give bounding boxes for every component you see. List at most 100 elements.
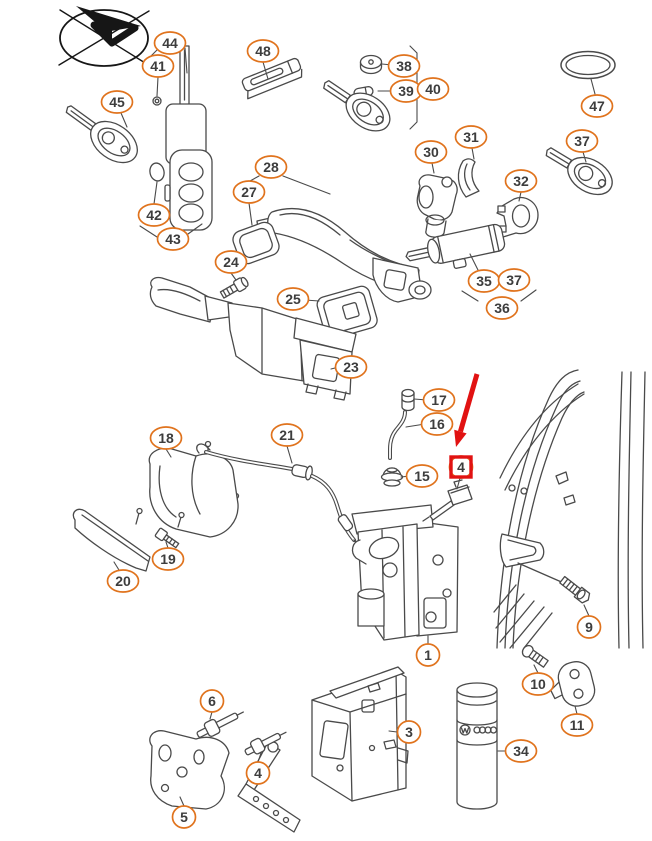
part-battery bbox=[359, 54, 383, 75]
part-screw-10 bbox=[521, 644, 549, 668]
svg-text:4: 4 bbox=[254, 765, 262, 781]
svg-text:37: 37 bbox=[506, 272, 522, 288]
callout-4-highlighted[interactable]: 4 bbox=[448, 455, 474, 479]
svg-text:20: 20 bbox=[115, 573, 131, 589]
svg-text:25: 25 bbox=[285, 291, 301, 307]
callout-40[interactable]: 40 bbox=[416, 77, 450, 101]
part-pin-4 bbox=[244, 731, 287, 756]
callout-38[interactable]: 38 bbox=[387, 54, 421, 78]
callout-6[interactable]: 6 bbox=[199, 689, 225, 713]
svg-text:41: 41 bbox=[150, 58, 166, 74]
callout-41[interactable]: 41 bbox=[141, 54, 175, 78]
part-lock-rod bbox=[388, 410, 407, 460]
callout-30[interactable]: 30 bbox=[414, 140, 448, 164]
callout-47[interactable]: 47 bbox=[580, 94, 614, 118]
callout-37-b[interactable]: 37 bbox=[497, 268, 531, 292]
svg-text:43: 43 bbox=[165, 231, 181, 247]
part-key-ring bbox=[560, 50, 616, 80]
part-cover-clip bbox=[457, 158, 480, 198]
callout-9[interactable]: 9 bbox=[576, 615, 602, 639]
callout-42[interactable]: 42 bbox=[137, 203, 171, 227]
callout-3[interactable]: 3 bbox=[396, 720, 422, 744]
callout-34[interactable]: 34 bbox=[504, 739, 538, 763]
svg-text:10: 10 bbox=[530, 676, 546, 692]
callout-21[interactable]: 21 bbox=[270, 423, 304, 447]
part-lubricant-can bbox=[456, 682, 498, 810]
part-key-45 bbox=[65, 105, 138, 164]
svg-text:18: 18 bbox=[158, 430, 174, 446]
part-lock-cylinder bbox=[405, 223, 506, 269]
svg-text:1: 1 bbox=[424, 647, 432, 663]
part-retainer-clip bbox=[241, 57, 303, 100]
brand-logo-icon bbox=[58, 6, 151, 67]
part-lock-carrier bbox=[311, 666, 409, 802]
callout-39[interactable]: 39 bbox=[389, 79, 423, 103]
callout-24[interactable]: 24 bbox=[214, 250, 248, 274]
part-bowden-cable bbox=[196, 443, 360, 557]
part-key-40 bbox=[323, 80, 391, 132]
callout-28[interactable]: 28 bbox=[254, 155, 288, 179]
callout-31[interactable]: 31 bbox=[454, 125, 488, 149]
svg-text:4: 4 bbox=[457, 459, 465, 475]
callout-43[interactable]: 43 bbox=[156, 227, 190, 251]
callout-45[interactable]: 45 bbox=[100, 90, 134, 114]
callout-35[interactable]: 35 bbox=[467, 269, 501, 293]
svg-text:40: 40 bbox=[425, 81, 441, 97]
svg-text:24: 24 bbox=[223, 254, 239, 270]
callout-23[interactable]: 23 bbox=[334, 355, 368, 379]
svg-text:38: 38 bbox=[396, 58, 412, 74]
svg-text:19: 19 bbox=[160, 551, 176, 567]
part-screw-24 bbox=[219, 276, 249, 299]
callout-11[interactable]: 11 bbox=[560, 713, 594, 737]
part-pin-6 bbox=[196, 711, 244, 738]
part-lock-housing bbox=[416, 174, 458, 238]
callout-25[interactable]: 25 bbox=[276, 287, 310, 311]
part-door-handle bbox=[256, 207, 432, 303]
svg-text:37: 37 bbox=[574, 133, 590, 149]
svg-text:17: 17 bbox=[431, 392, 447, 408]
callout-17[interactable]: 17 bbox=[422, 388, 456, 412]
svg-text:48: 48 bbox=[255, 43, 271, 59]
part-carrier-gasket bbox=[316, 285, 378, 340]
svg-text:32: 32 bbox=[513, 173, 529, 189]
callout-5[interactable]: 5 bbox=[171, 805, 197, 829]
svg-text:47: 47 bbox=[589, 98, 605, 114]
svg-text:3: 3 bbox=[405, 724, 413, 740]
highlight-arrow-icon bbox=[454, 373, 480, 447]
svg-text:34: 34 bbox=[513, 743, 529, 759]
svg-text:39: 39 bbox=[398, 83, 414, 99]
svg-text:21: 21 bbox=[279, 427, 295, 443]
part-key-37 bbox=[545, 147, 613, 196]
part-striker-plate bbox=[550, 661, 596, 707]
svg-text:15: 15 bbox=[414, 468, 430, 484]
callout-1[interactable]: 1 bbox=[415, 643, 441, 667]
callout-15[interactable]: 15 bbox=[405, 464, 439, 488]
svg-text:6: 6 bbox=[208, 693, 216, 709]
callout-4-b[interactable]: 4 bbox=[245, 761, 271, 785]
callout-20[interactable]: 20 bbox=[106, 569, 140, 593]
part-screw-19 bbox=[154, 511, 185, 549]
callout-27[interactable]: 27 bbox=[232, 180, 266, 204]
part-trim-strip bbox=[72, 507, 151, 572]
highlight-box bbox=[449, 455, 473, 479]
callout-10[interactable]: 10 bbox=[521, 672, 555, 696]
svg-text:11: 11 bbox=[570, 717, 585, 733]
part-handle-carrier bbox=[149, 276, 357, 401]
svg-text:5: 5 bbox=[180, 809, 188, 825]
svg-text:44: 44 bbox=[162, 35, 178, 51]
callout-16[interactable]: 16 bbox=[420, 412, 454, 436]
callout-48[interactable]: 48 bbox=[246, 39, 280, 63]
callout-36[interactable]: 36 bbox=[485, 296, 519, 320]
callout-19[interactable]: 19 bbox=[151, 547, 185, 571]
callout-18[interactable]: 18 bbox=[149, 426, 183, 450]
svg-text:35: 35 bbox=[476, 273, 492, 289]
svg-text:45: 45 bbox=[109, 94, 125, 110]
callout-44[interactable]: 44 bbox=[153, 31, 187, 55]
callout-37-a[interactable]: 37 bbox=[565, 129, 599, 153]
leader-lines bbox=[113, 45, 596, 807]
svg-text:16: 16 bbox=[429, 416, 445, 432]
callout-32[interactable]: 32 bbox=[504, 169, 538, 193]
